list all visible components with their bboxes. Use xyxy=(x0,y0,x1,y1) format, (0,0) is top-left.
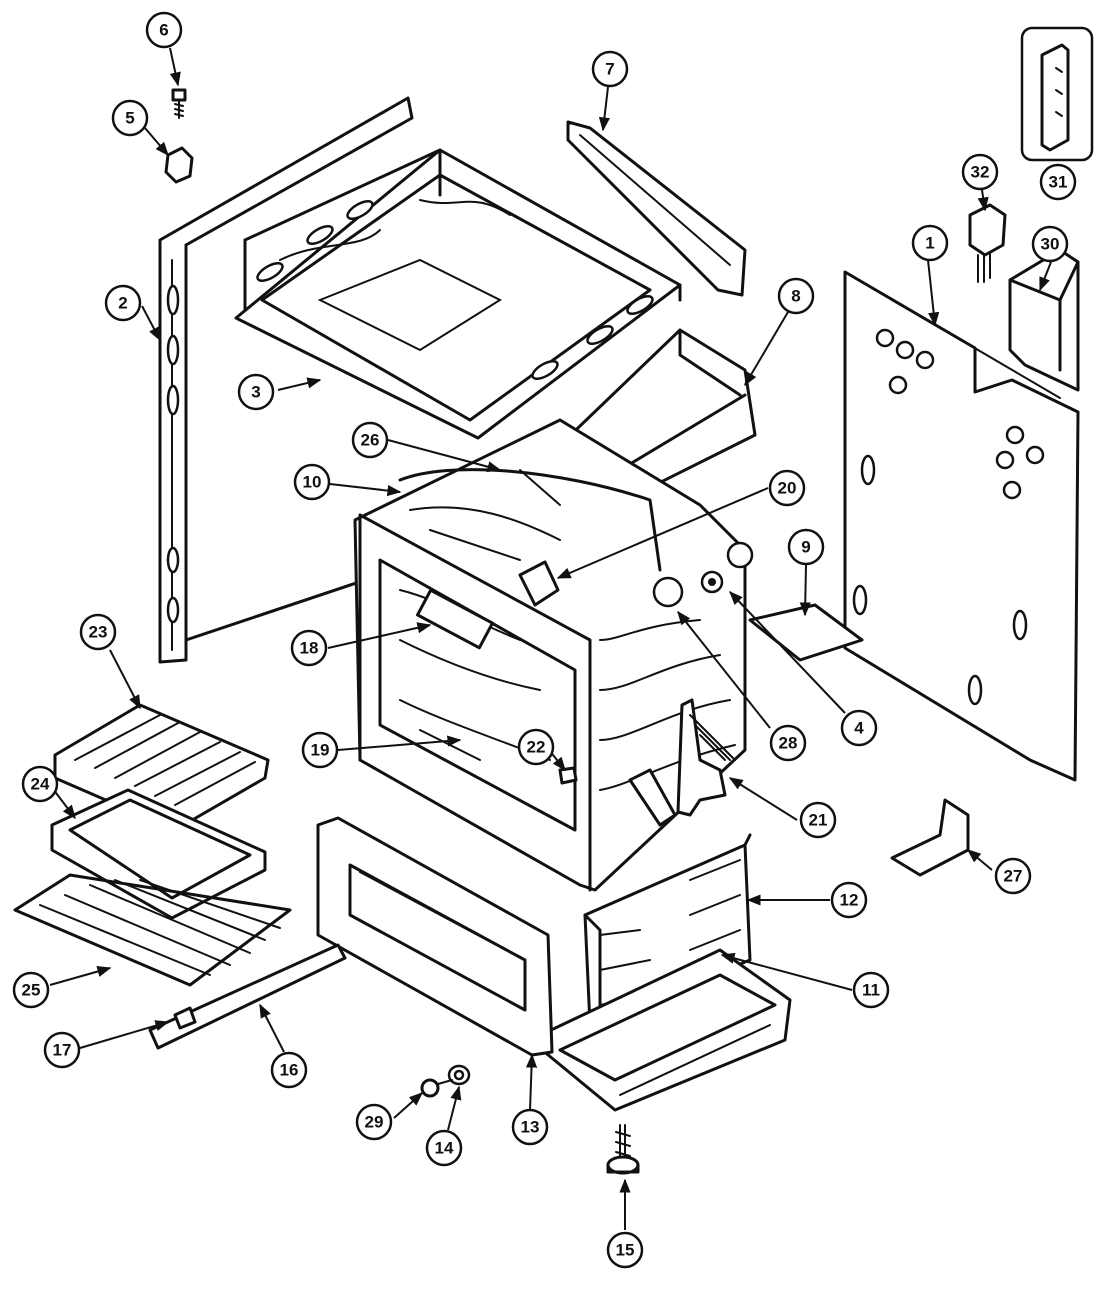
callout-8: 8 xyxy=(777,277,815,315)
callout-23: 23 xyxy=(79,613,117,651)
svg-text:12: 12 xyxy=(840,891,859,910)
callout-1: 1 xyxy=(911,224,949,262)
cavity-screw xyxy=(558,766,578,785)
oven-rack xyxy=(13,873,292,987)
svg-text:15: 15 xyxy=(616,1241,635,1260)
callout-20: 20 xyxy=(768,469,806,507)
terminal-box xyxy=(1008,248,1080,392)
oven-cavity xyxy=(353,418,754,892)
callout-21: 21 xyxy=(799,801,837,839)
svg-text:10: 10 xyxy=(303,473,322,492)
svg-text:24: 24 xyxy=(31,775,50,794)
svg-text:9: 9 xyxy=(801,538,810,557)
callout-4: 4 xyxy=(840,709,878,747)
svg-text:20: 20 xyxy=(778,479,797,498)
base-pan xyxy=(528,948,792,1112)
callout-18: 18 xyxy=(290,629,328,667)
callout-3: 3 xyxy=(237,373,275,411)
callout-5: 5 xyxy=(111,99,149,137)
leader-lines xyxy=(49,47,1052,1230)
svg-text:1: 1 xyxy=(925,234,934,253)
svg-text:7: 7 xyxy=(605,60,614,79)
callout-15: 15 xyxy=(606,1231,644,1269)
callout-13: 13 xyxy=(511,1108,549,1146)
svg-text:31: 31 xyxy=(1049,173,1068,192)
callout-31: 31 xyxy=(1039,163,1077,201)
callout-30: 30 xyxy=(1031,225,1069,263)
side-panel-left xyxy=(158,96,414,664)
svg-text:14: 14 xyxy=(435,1139,454,1158)
svg-text:21: 21 xyxy=(809,811,828,830)
inset-part-31 xyxy=(1020,26,1094,162)
svg-text:2: 2 xyxy=(118,294,127,313)
svg-text:16: 16 xyxy=(280,1061,299,1080)
svg-text:3: 3 xyxy=(251,383,260,402)
callout-10: 10 xyxy=(293,463,331,501)
callout-22: 22 xyxy=(517,728,555,766)
back-panel xyxy=(843,270,1080,782)
switch xyxy=(968,203,1007,283)
svg-text:22: 22 xyxy=(527,738,546,757)
callout-28: 28 xyxy=(769,724,807,762)
svg-text:6: 6 xyxy=(159,21,168,40)
screw-top xyxy=(171,88,187,119)
svg-text:5: 5 xyxy=(125,109,134,128)
callout-29: 29 xyxy=(355,1103,393,1141)
svg-text:18: 18 xyxy=(300,639,319,658)
svg-text:26: 26 xyxy=(361,431,380,450)
callout-26: 26 xyxy=(351,421,389,459)
kick-panel xyxy=(316,816,554,1057)
rear-trim-strip xyxy=(566,120,747,297)
svg-text:29: 29 xyxy=(365,1113,384,1132)
callout-24: 24 xyxy=(21,765,59,803)
callout-16: 16 xyxy=(270,1051,308,1089)
svg-text:28: 28 xyxy=(779,734,798,753)
callout-2: 2 xyxy=(104,284,142,322)
svg-text:25: 25 xyxy=(22,981,41,1000)
callout-9: 9 xyxy=(787,528,825,566)
svg-text:17: 17 xyxy=(53,1041,72,1060)
screw-bottom xyxy=(420,1078,453,1098)
bracket-clip xyxy=(164,146,194,184)
callout-7: 7 xyxy=(591,50,629,88)
svg-text:23: 23 xyxy=(89,623,108,642)
svg-text:13: 13 xyxy=(521,1118,540,1137)
callout-14: 14 xyxy=(425,1129,463,1167)
svg-text:19: 19 xyxy=(311,741,330,760)
svg-text:30: 30 xyxy=(1041,235,1060,254)
callout-12: 12 xyxy=(830,881,868,919)
callout-25: 25 xyxy=(12,971,50,1009)
washer xyxy=(447,1064,471,1086)
slide-rail xyxy=(148,943,347,1050)
svg-text:11: 11 xyxy=(862,981,880,1000)
svg-text:27: 27 xyxy=(1004,867,1023,886)
anti-tip-bracket xyxy=(890,798,970,877)
broil-lever xyxy=(628,698,736,827)
svg-text:32: 32 xyxy=(971,163,990,182)
callout-6: 6 xyxy=(145,11,183,49)
callout-19: 19 xyxy=(301,731,339,769)
top-frame xyxy=(234,148,682,440)
callout-17: 17 xyxy=(43,1031,81,1069)
callout-32: 32 xyxy=(961,153,999,191)
callout-11: 11 xyxy=(852,971,890,1009)
svg-text:8: 8 xyxy=(791,287,800,306)
leveling-leg xyxy=(606,1124,640,1175)
svg-text:4: 4 xyxy=(854,719,864,738)
broiler-pan xyxy=(50,788,267,920)
callout-27: 27 xyxy=(994,857,1032,895)
